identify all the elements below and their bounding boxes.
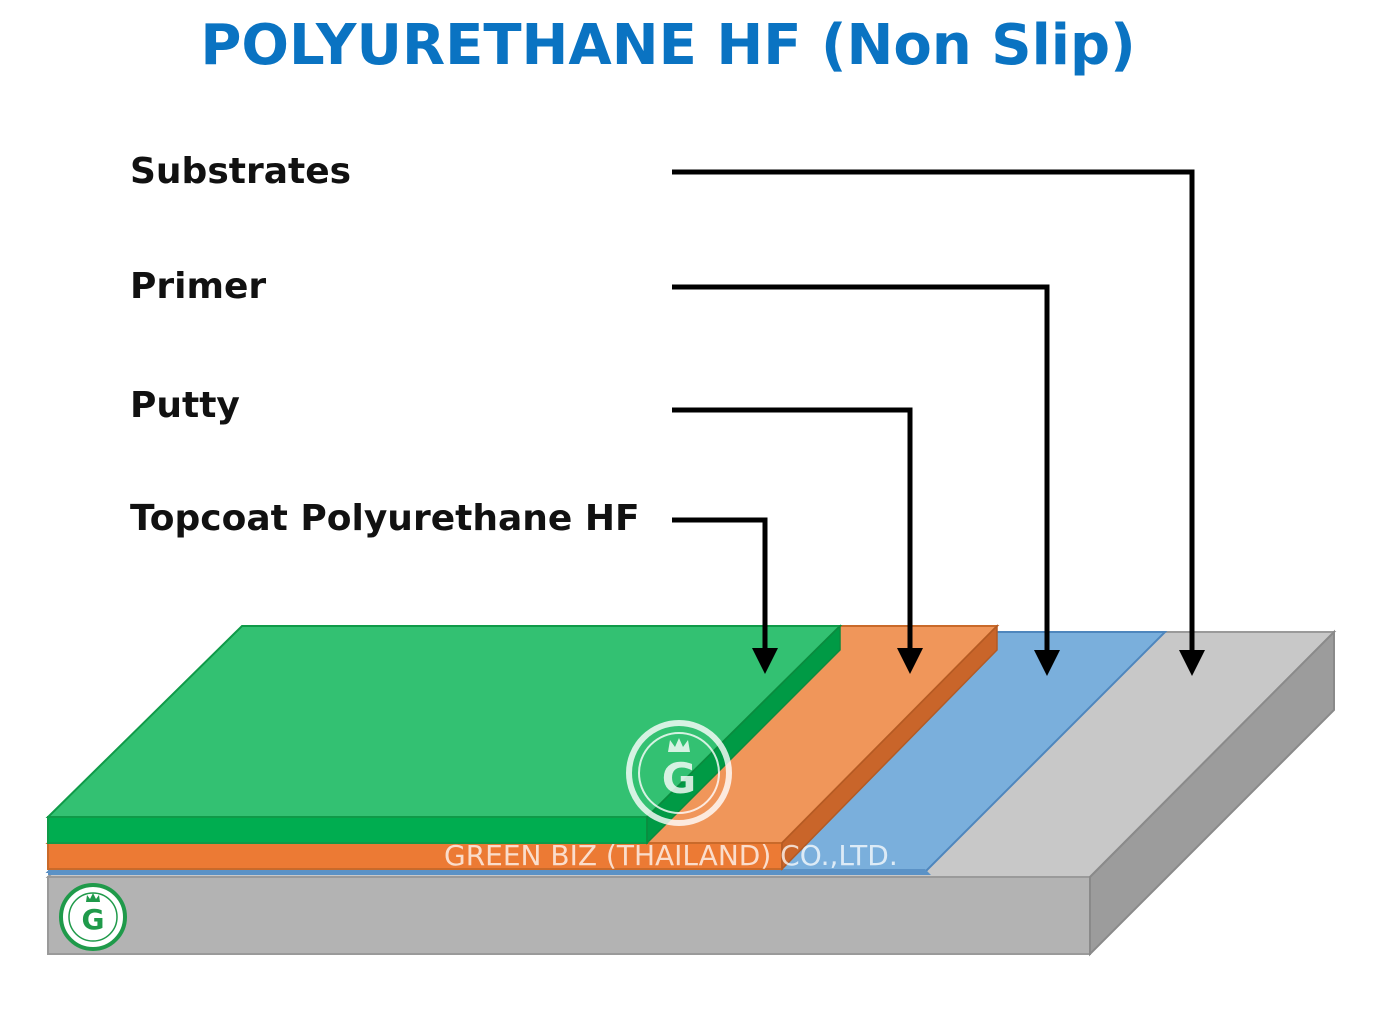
corner-logo-letter: G (82, 903, 105, 936)
crown-icon (668, 738, 690, 752)
topcoat-layer (45, 624, 843, 845)
corner-logo-badge: G (59, 883, 127, 951)
corner-crown-icon (86, 893, 100, 902)
watermark-company-text: GREEN BIZ (THAILAND) CO.,LTD. (444, 839, 898, 872)
leader-line-topcoat (672, 517, 768, 650)
leader-line-primer (672, 284, 1050, 652)
label-putty: Putty (130, 385, 240, 426)
leader-line-putty (672, 407, 913, 650)
arrowhead-topcoat (752, 648, 778, 674)
label-primer: Primer (130, 266, 266, 307)
label-substrates: Substrates (130, 151, 351, 192)
substrate-side (1089, 629, 1335, 957)
label-topcoat: Topcoat Polyurethane HF (130, 498, 640, 539)
arrowhead-putty (897, 648, 923, 674)
topcoat-side (646, 624, 841, 845)
arrowhead-substrates (1179, 650, 1205, 676)
putty-side (781, 624, 998, 871)
primer-front (48, 869, 931, 875)
watermark-logo-letter: G (662, 754, 696, 803)
watermark-logo: G (626, 720, 732, 826)
substrate-front (47, 876, 1091, 955)
leader-line-substrates (672, 169, 1195, 652)
arrowhead-primer (1034, 650, 1060, 676)
page-title: POLYURETHANE HF (Non Slip) (200, 13, 1135, 78)
